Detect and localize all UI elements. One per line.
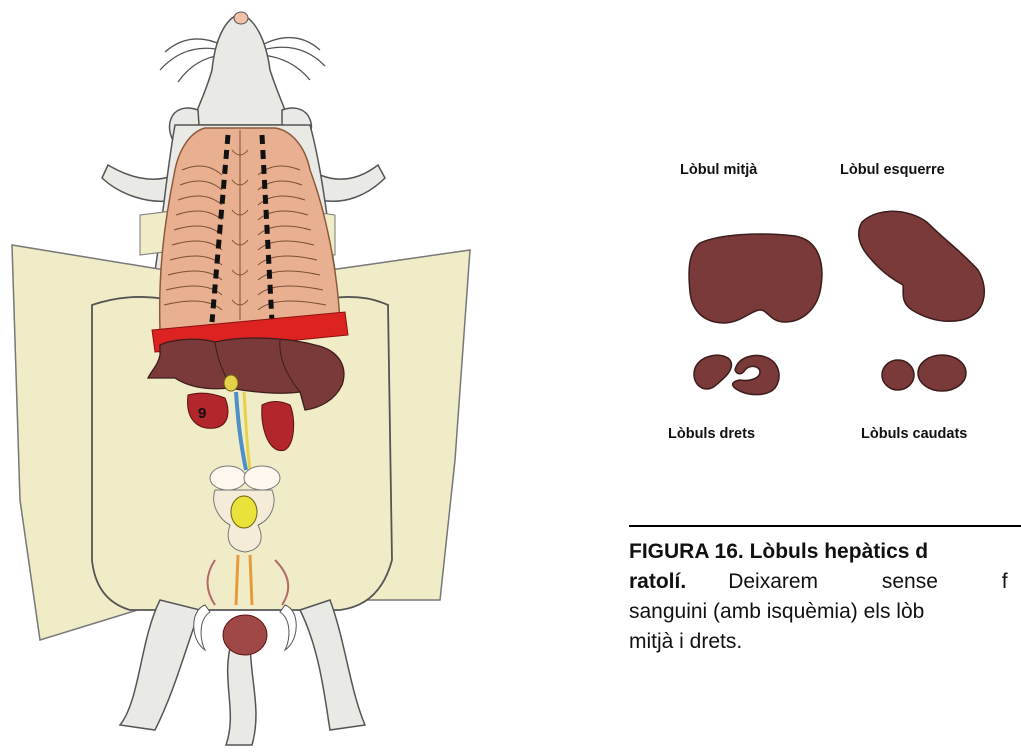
- middle-lobe-shape: [689, 234, 822, 323]
- right-lobes-shape-2: [733, 355, 779, 394]
- liver-lobes-figure: [670, 195, 1021, 405]
- mouse-dissection-illustration: 9: [0, 0, 480, 754]
- label-left-lobe: Lòbul esquerre: [840, 162, 945, 178]
- tail: [226, 640, 256, 745]
- right-lobes-shape-1: [694, 355, 731, 389]
- bladder: [231, 496, 257, 528]
- caption-line-1: FIGURA 16. Lòbuls hepàtics d: [629, 537, 1021, 567]
- right-hindleg: [300, 600, 365, 730]
- caption-text-2: Deixarem sense f: [728, 570, 1007, 593]
- right-foreleg: [320, 165, 385, 201]
- caption-line-4: mitjà i drets.: [629, 627, 1021, 657]
- mouse-head: [192, 14, 290, 125]
- label-caudate-lobes: Lòbuls caudats: [861, 426, 967, 442]
- figure-caption: FIGURA 16. Lòbuls hepàtics d ratolí. Deix…: [629, 537, 1021, 657]
- caption-rule: [629, 525, 1021, 527]
- mouse-nose: [234, 12, 248, 24]
- left-hindleg: [120, 600, 200, 730]
- caption-line-3: sanguini (amb isquèmia) els lòb: [629, 597, 1021, 627]
- left-lobe-shape: [859, 211, 985, 321]
- uterus-horn-left: [210, 466, 246, 490]
- caption-line-2: ratolí. Deixarem sense f: [629, 567, 1021, 597]
- gallbladder: [224, 375, 238, 391]
- caption-title-end: ratolí.: [629, 570, 686, 593]
- uterus-horn-right: [244, 466, 280, 490]
- label-right-lobes: Lòbuls drets: [668, 426, 755, 442]
- caudate-lobe-shape-1: [882, 360, 914, 390]
- label-middle-lobe: Lòbul mitjà: [680, 162, 757, 178]
- caudate-lobe-shape-2: [918, 355, 966, 391]
- rectum: [223, 615, 267, 655]
- caption-title: FIGURA 16. Lòbuls hepàtics d: [629, 540, 928, 563]
- pelvis-right: [280, 605, 296, 650]
- organ-number-marker: 9: [198, 405, 206, 422]
